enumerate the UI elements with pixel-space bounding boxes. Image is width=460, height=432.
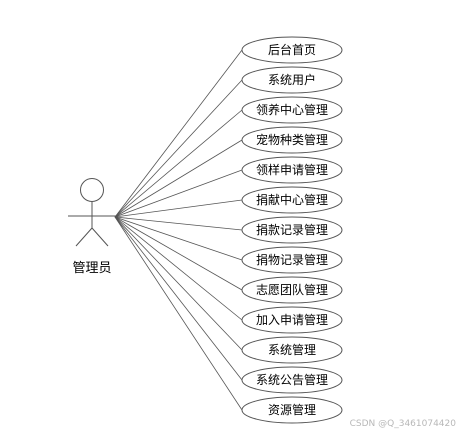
use-case-oval xyxy=(241,96,343,124)
association-line xyxy=(114,216,243,411)
use-case: 捐款记录管理 xyxy=(241,216,343,244)
association-line xyxy=(114,139,243,218)
use-case-label: 捐献中心管理 xyxy=(256,192,328,207)
use-case: 系统管理 xyxy=(241,336,343,364)
association-line xyxy=(114,216,243,231)
use-case: 后台首页 xyxy=(241,36,343,64)
use-case-oval xyxy=(241,216,343,244)
use-case: 捐物记录管理 xyxy=(241,246,343,274)
association-line xyxy=(114,216,243,351)
use-case: 系统用户 xyxy=(241,66,343,94)
actor-left-leg xyxy=(75,227,93,247)
use-case: 捐献中心管理 xyxy=(241,186,343,214)
actor-right-leg xyxy=(91,227,109,247)
use-case: 领样申请管理 xyxy=(241,156,343,184)
association-line xyxy=(114,216,243,321)
use-case-label: 资源管理 xyxy=(268,402,316,417)
watermark: CSDN @Q_3461074420 xyxy=(350,419,457,429)
association-line xyxy=(114,49,243,218)
use-case: 领养中心管理 xyxy=(241,96,343,124)
use-case: 资源管理 xyxy=(241,396,343,424)
association-line xyxy=(114,169,243,218)
use-case-label: 加入申请管理 xyxy=(256,312,328,327)
use-case-oval xyxy=(241,186,343,214)
actor-admin: 管理员 xyxy=(68,178,116,276)
use-case-oval xyxy=(241,336,343,364)
association-line xyxy=(114,79,243,218)
use-case-oval xyxy=(241,66,343,94)
use-case-label: 捐款记录管理 xyxy=(256,222,328,237)
use-case-oval xyxy=(241,156,343,184)
use-case: 系统公告管理 xyxy=(241,366,343,394)
use-case-list: 后台首页系统用户领养中心管理宠物种类管理领样申请管理捐献中心管理捐款记录管理捐物… xyxy=(241,36,343,424)
use-case: 宠物种类管理 xyxy=(241,126,343,154)
association-line xyxy=(114,109,243,218)
use-case-label: 志愿团队管理 xyxy=(256,282,328,297)
use-case: 加入申请管理 xyxy=(241,306,343,334)
use-case-oval xyxy=(241,306,343,334)
use-case-label: 捐物记录管理 xyxy=(256,252,328,267)
use-case-oval xyxy=(241,366,343,394)
use-case-label: 系统管理 xyxy=(268,342,316,357)
association-lines xyxy=(114,49,243,411)
actor-head xyxy=(80,178,104,202)
use-case-oval xyxy=(241,396,343,424)
use-case-oval xyxy=(241,126,343,154)
use-case-label: 领养中心管理 xyxy=(256,102,328,117)
association-line xyxy=(114,216,243,291)
use-case-oval xyxy=(241,276,343,304)
use-case-label: 后台首页 xyxy=(268,42,316,57)
use-case-label: 宠物种类管理 xyxy=(256,132,328,147)
association-line xyxy=(114,216,243,261)
association-line xyxy=(114,199,243,218)
use-case-oval xyxy=(241,36,343,64)
association-line xyxy=(114,216,243,381)
use-case-oval xyxy=(241,246,343,274)
use-case-label: 系统公告管理 xyxy=(256,372,328,387)
actor-label: 管理员 xyxy=(72,261,111,276)
use-case-label: 系统用户 xyxy=(268,72,316,87)
use-case: 志愿团队管理 xyxy=(241,276,343,304)
use-case-label: 领样申请管理 xyxy=(256,162,328,177)
